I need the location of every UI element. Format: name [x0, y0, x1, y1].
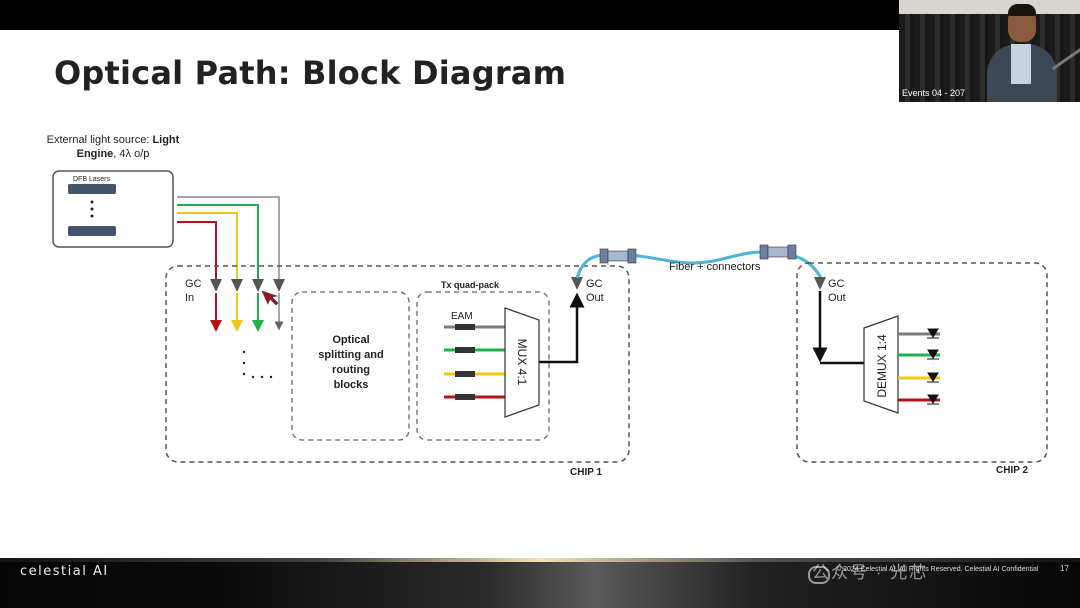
slide-footer: celestial AI 公众号 · 光芯 © 2024 Celestial A… [0, 558, 1080, 608]
eam-label: EAM [451, 311, 473, 322]
chip1-label: CHIP 1 [570, 467, 602, 478]
gc-out-coupler [571, 277, 583, 290]
laser-bar [68, 184, 116, 194]
block-diagram: External light source: Light Engine, 4λ … [47, 134, 1048, 478]
eam-lines [444, 324, 505, 400]
gc-in-label-2: In [185, 292, 194, 304]
slide: Optical Path: Block Diagram External lig… [0, 30, 1080, 558]
ellipsis-dots [242, 350, 273, 379]
dfb-lasers-label: DFB Lasers [73, 176, 110, 183]
mux-block [504, 307, 540, 418]
chip2-gc-label-2: Out [828, 292, 846, 304]
light-source-caption-line2: Engine, 4λ o/p [77, 148, 150, 160]
chip1-outline [165, 265, 630, 463]
light-source-caption: External light source: Light [47, 134, 180, 146]
wechat-icon [808, 566, 830, 584]
mux-output-line [539, 292, 585, 364]
photodiode-icon [927, 328, 939, 405]
dfb-lasers-box: DFB Lasers [52, 170, 174, 248]
gc-out-label: GC [586, 278, 603, 290]
webcam-overlay: Events 04 - 207 [899, 0, 1080, 102]
tx-quadpack-label: Tx quad-pack [441, 280, 500, 290]
fiber-connector [599, 248, 637, 264]
laser-line-green [177, 204, 259, 280]
gc-in-label: GC [185, 278, 202, 290]
demux-label: DEMUX 1:4 [875, 334, 889, 398]
copyright-text: © 2024 Celestial AI. All Rights Reserved… [836, 566, 1039, 573]
chip2-gc-label: GC [828, 278, 845, 290]
tx-quadpack-block [416, 291, 550, 441]
splitting-text-2: splitting and [318, 349, 383, 361]
chip2-label: CHIP 2 [996, 465, 1028, 476]
laser-line-red [177, 221, 217, 280]
splitting-text-1: Optical [332, 334, 369, 346]
gc-out-label-2: Out [586, 292, 604, 304]
fiber-label: Fiber + connectors [669, 261, 761, 273]
brand-logo: celestial AI [20, 564, 109, 579]
laser-line-yellow [177, 212, 238, 280]
detector-lines [898, 332, 940, 402]
mux-label: MUX 4:1 [515, 339, 529, 386]
optical-splitting-block [291, 291, 410, 441]
grating-couplers-in [210, 279, 285, 292]
cursor-icon [261, 290, 279, 306]
gc-out-coupler-chip2 [814, 277, 826, 290]
laser-line-gray [177, 196, 280, 280]
demux-block [863, 315, 899, 414]
watermark: 公众号 · 光芯 [812, 563, 929, 582]
splitting-text-4: blocks [334, 379, 369, 391]
fiber-connector [759, 244, 797, 260]
splitting-text-3: routing [332, 364, 370, 376]
chip2-outline [796, 262, 1048, 463]
page-number: 17 [1060, 564, 1069, 573]
laser-bar [68, 226, 116, 236]
page-title: Optical Path: Block Diagram [54, 54, 567, 92]
webcam-label: Events 04 - 207 [902, 88, 966, 98]
